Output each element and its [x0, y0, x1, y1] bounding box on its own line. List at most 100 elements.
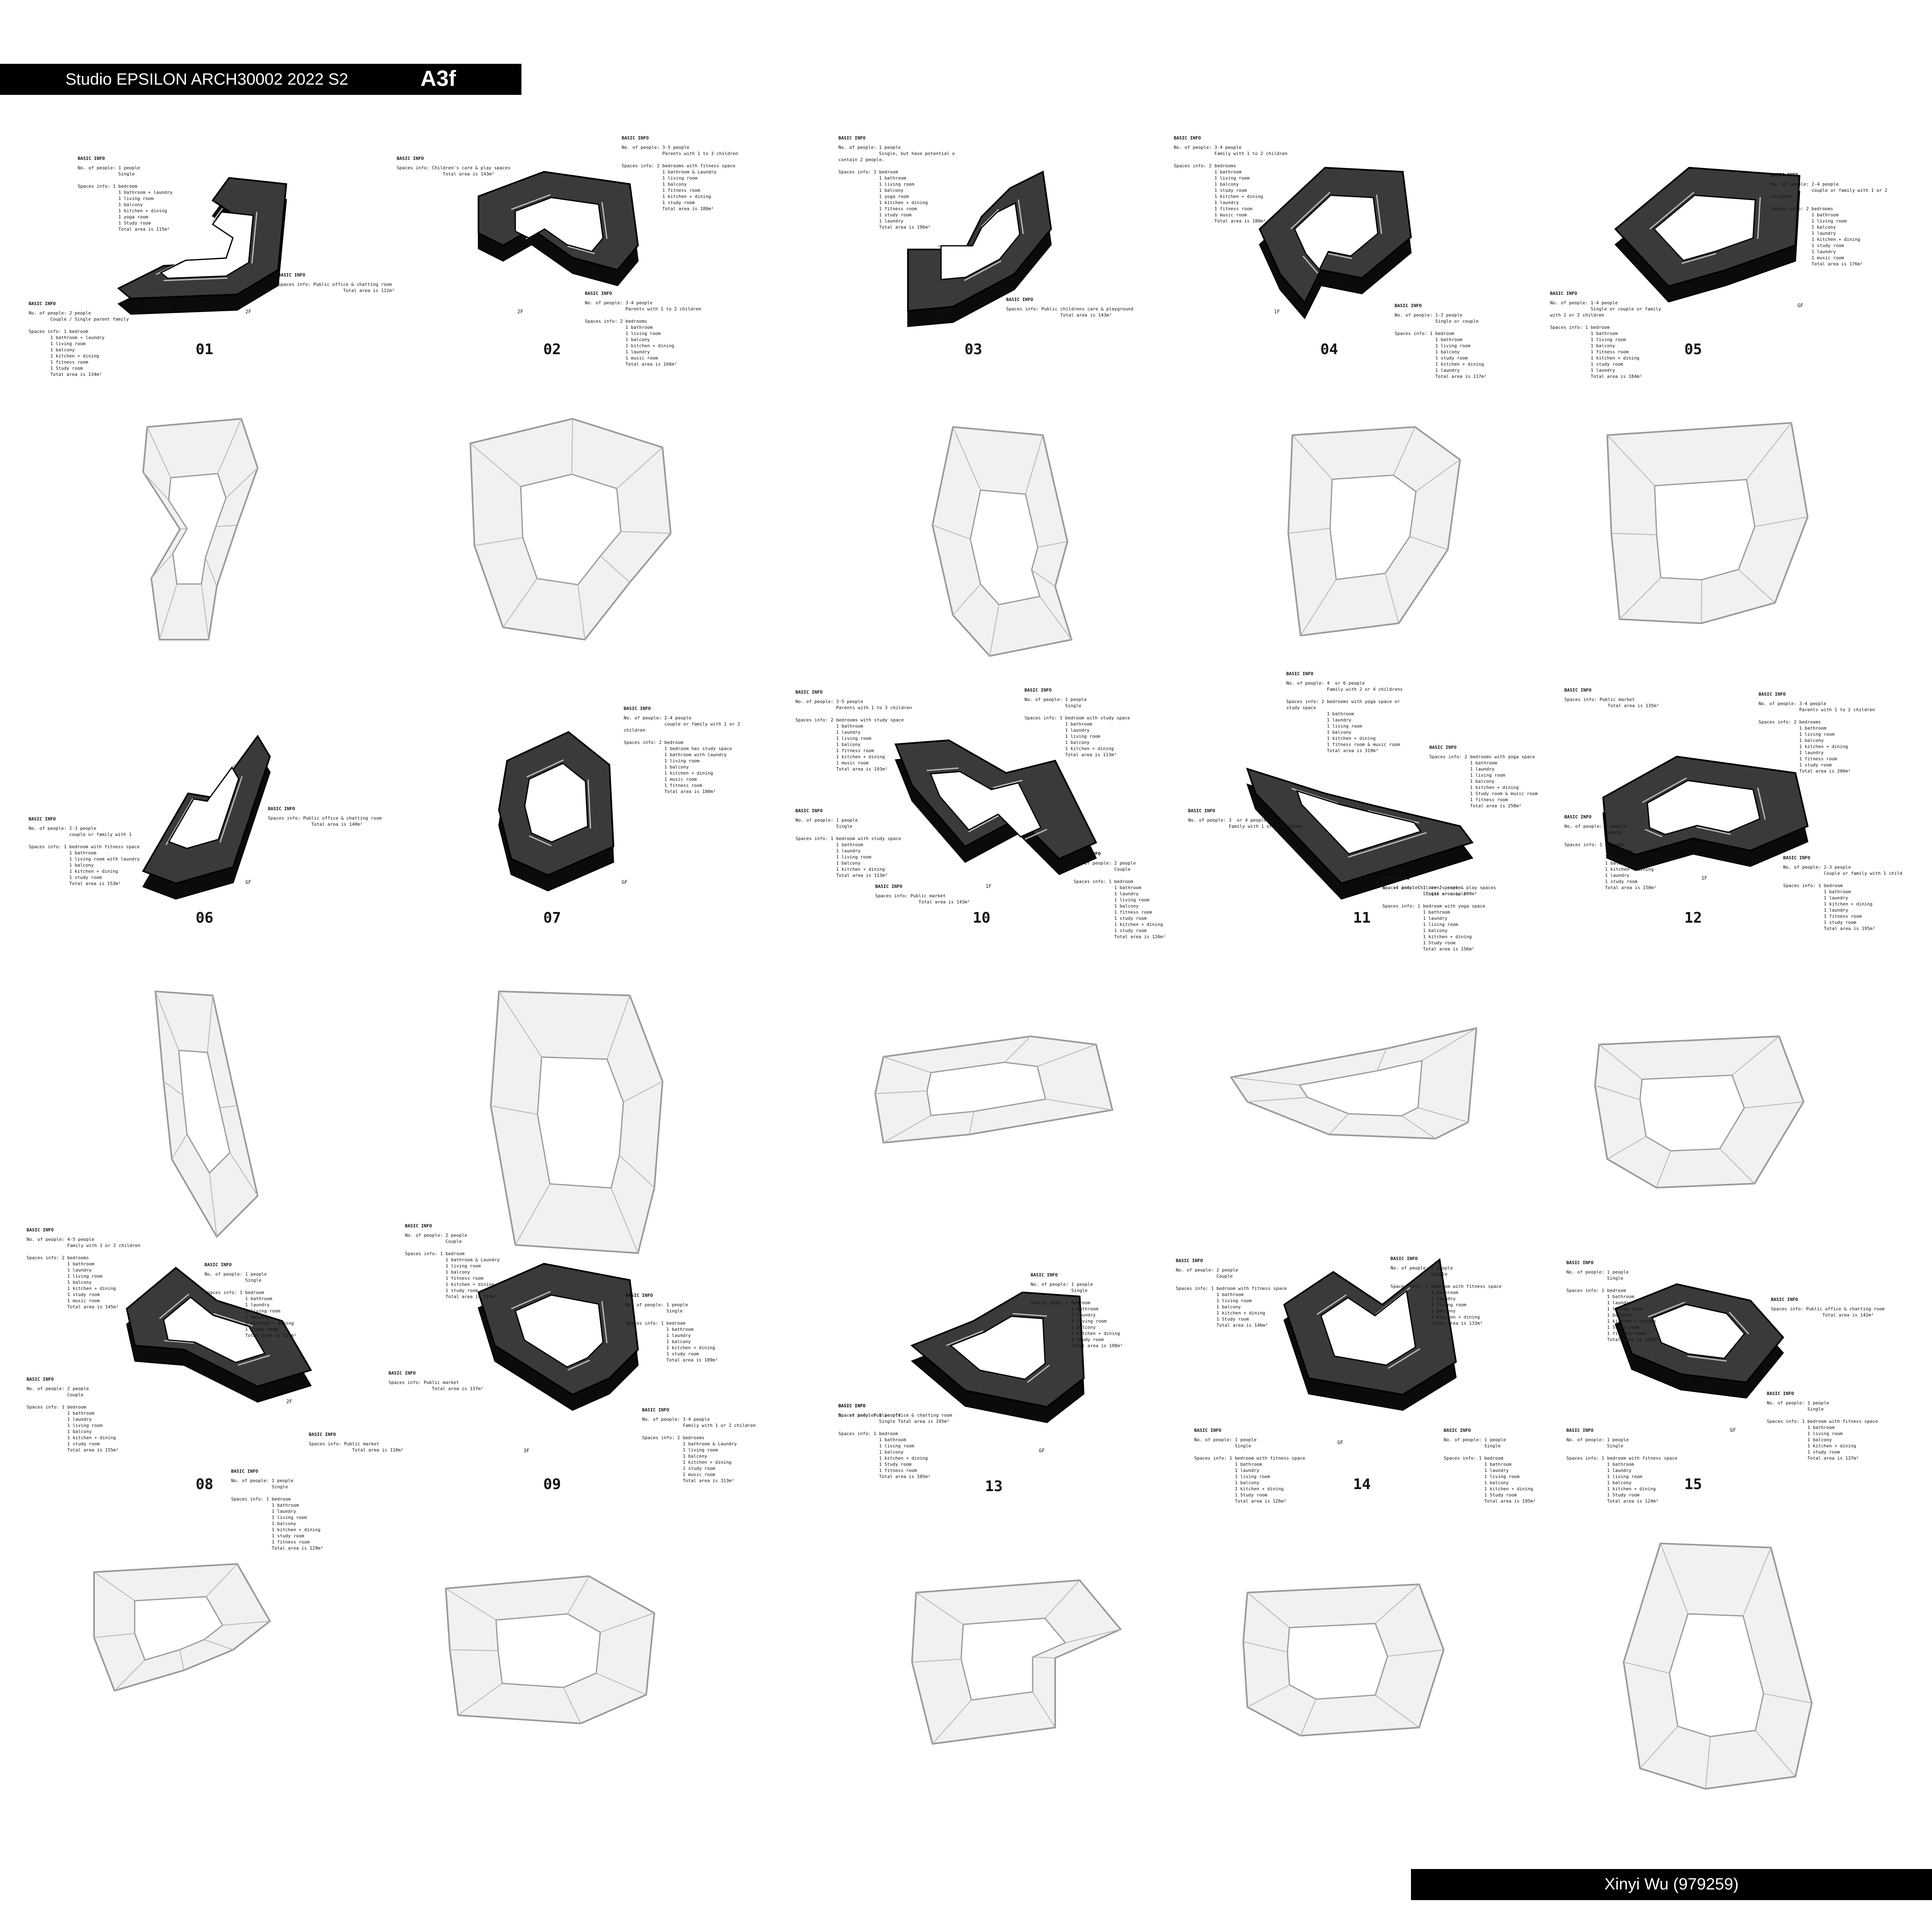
plan-partition	[204, 1639, 234, 1650]
basic-info-heading: BASIC INFO	[1174, 135, 1201, 141]
axo-courtyard-void	[1294, 194, 1379, 271]
plan-partition	[445, 1588, 496, 1620]
basic-info-heading: BASIC INFO	[1024, 687, 1052, 693]
spaces-info: Spaces info: 1 bedroom 1 bathroom 1 laun…	[626, 1321, 718, 1363]
spaces-info: Spaces info: 1 bedroom with fitness spac…	[1566, 1456, 1678, 1504]
basic-info-heading: BASIC INFO	[1566, 1260, 1594, 1265]
axo-partition	[526, 759, 564, 778]
axo-partition	[1648, 1301, 1685, 1318]
plan-partition	[207, 995, 213, 1053]
people-info: No. of people: 2 people Couple	[1391, 1265, 1453, 1277]
basic-info-heading: BASIC INFO	[1767, 1391, 1794, 1396]
spaces-info: Spaces info: 2 bedroom 1 bedroom has stu…	[624, 740, 732, 794]
plan-partition	[1409, 536, 1448, 550]
plan-partition	[1422, 1028, 1477, 1061]
axo-partition	[164, 1340, 194, 1344]
plan-partition	[1375, 1694, 1420, 1728]
basic-info-heading: BASIC INFO	[838, 1403, 866, 1409]
plan-partition	[1763, 1693, 1812, 1703]
plan-partition	[1231, 1077, 1300, 1086]
basic-info-heading: BASIC INFO	[29, 301, 56, 306]
spaces-info: Spaces info: 2 bedrooms with yoga space …	[1429, 754, 1538, 809]
plan-partition	[474, 537, 523, 546]
plan-partition	[1755, 1730, 1796, 1777]
spaces-info: Spaces info: Public childrens care & pla…	[1006, 306, 1134, 318]
footer-bar	[1411, 1869, 1932, 1900]
unit-number: 09	[543, 1476, 561, 1493]
plan-courtyard	[960, 1617, 1067, 1701]
floor-tag: 2F	[286, 1399, 292, 1404]
plan-partition	[1607, 435, 1655, 486]
plan-partition	[875, 1090, 927, 1094]
basic-info-heading: BASIC INFO	[397, 156, 424, 161]
axo-partition	[163, 277, 228, 281]
basic-info-heading: BASIC INFO	[795, 808, 823, 813]
plan-partition	[953, 584, 981, 616]
plan-partition	[1701, 580, 1702, 624]
axo-partition	[238, 1355, 270, 1366]
plan-partition	[1611, 533, 1657, 535]
plan-partition	[883, 1056, 931, 1073]
plan-partition	[143, 472, 169, 501]
plan-partition	[916, 1592, 964, 1625]
spaces-info: Spaces info: 1 bedroom with fitness spac…	[1176, 1286, 1287, 1328]
axonometric-drawing	[477, 1263, 639, 1411]
spaces-info: Spaces info: 1 bedroom 1 bathroom + laun…	[78, 184, 173, 232]
plan-partition	[1300, 579, 1337, 636]
axo-courtyard-void	[1296, 790, 1422, 855]
plan-partition	[571, 418, 573, 474]
axo-partition	[1012, 1313, 1047, 1317]
plan-partition	[1401, 1115, 1436, 1139]
basic-info-heading: BASIC INFO	[1382, 876, 1410, 881]
plan-partition	[1045, 1580, 1080, 1619]
people-info: No. of people: 2 people Couple	[1176, 1267, 1238, 1279]
people-info: No. of people: 2-3 people Couple or fami…	[1783, 865, 1903, 876]
axo-partition	[1027, 1364, 1050, 1383]
plan-partition	[1732, 1036, 1779, 1076]
axo-partition	[1302, 256, 1319, 274]
people-info: No. of people: 1 or 2 people Single or c…	[1382, 885, 1467, 896]
plan-partition	[163, 1081, 183, 1096]
people-info: No. of people: 1 people Single	[1767, 1400, 1829, 1412]
unit-number: 01	[195, 341, 213, 358]
basic-info-heading: BASIC INFO	[585, 291, 612, 296]
spaces-info: Spaces info: 1 bedroom 1 bathroom 1 livi…	[1395, 331, 1487, 379]
spaces-info: Spaces info: 1 bedroom 1 bathroom 1 laun…	[27, 1404, 119, 1453]
plan-partition	[563, 1687, 581, 1724]
people-info: No. of people: 2-4 people couple or fami…	[624, 715, 740, 733]
people-info: No. of people: 1 people Single	[1031, 1282, 1093, 1293]
plan-partition	[147, 427, 171, 478]
people-info: No. of people: 3-4 people Parents with 1…	[585, 300, 701, 312]
spaces-info: Spaces info: 2 bedrooms 1 bathroom 1 liv…	[1759, 719, 1851, 774]
plan-partition	[1039, 596, 1072, 640]
spaces-info: Spaces info: 2 bedrooms with fitness spa…	[622, 163, 736, 211]
plan-partition	[953, 427, 981, 490]
plan-partition	[969, 1111, 975, 1135]
axo-partition	[165, 798, 194, 845]
basic-info-heading: BASIC INFO	[1771, 1297, 1798, 1302]
plan-partition	[1032, 1656, 1056, 1658]
spaces-info: Spaces info: 1 bedroom with study space …	[795, 836, 901, 878]
plan-partition	[932, 1700, 972, 1744]
basic-info-heading: BASIC INFO	[1564, 687, 1592, 693]
people-info: No. of people: 3-5 people Parents with 1…	[622, 145, 738, 156]
spaces-info: Spaces info: 1 bedroom 1 bathroom 1 laun…	[231, 1496, 323, 1551]
floor-tag: 1F	[1325, 873, 1331, 879]
plan-partition	[1038, 541, 1068, 548]
plan-partition	[470, 443, 521, 487]
basic-info-heading: BASIC INFO	[27, 1377, 54, 1382]
